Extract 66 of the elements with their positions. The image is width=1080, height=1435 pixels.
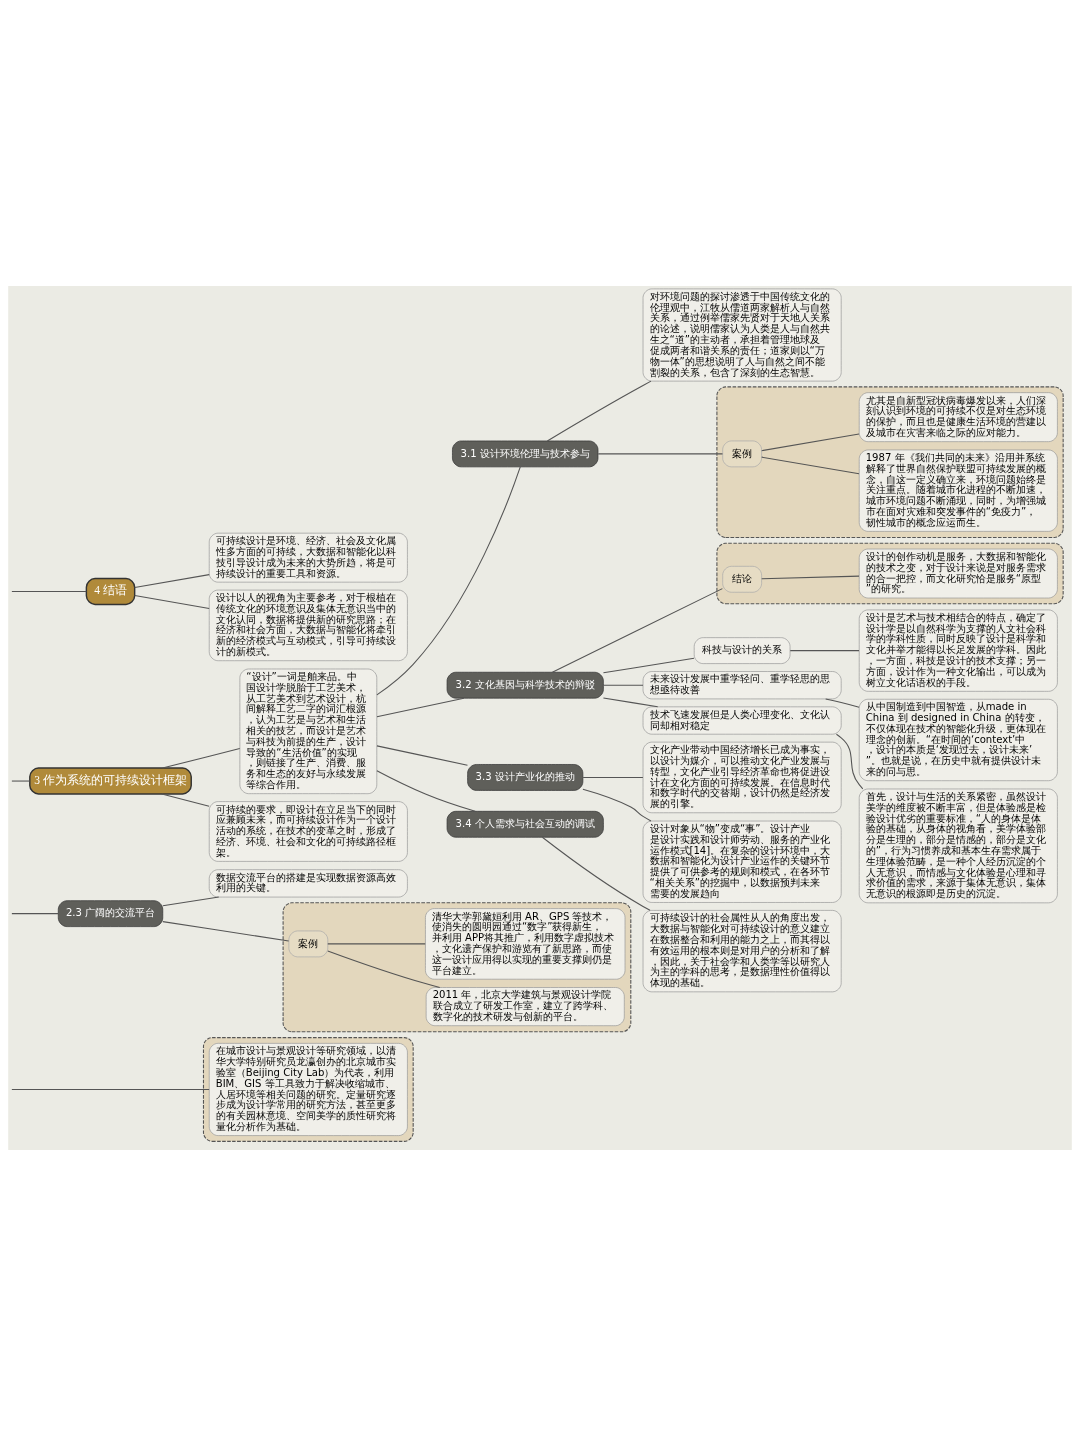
connector [11,780,31,782]
connector [134,594,210,609]
connector [582,788,652,821]
connector [11,912,59,914]
connector [327,949,441,988]
node-box: 首先，设计与生活的关系紧密，虽然设计美学的维度被不断丰富，但是体验感是检验设计优劣的重要标准，“人的身体是体验的基础，从身体的视角看，美学体验部分是生理的，部分是情感的，部分是文化的”，行为习惯养成和基本生存需求属于生理体验范畴，是一种个人经历沉淀的个人无意识，而情感与文化体验是心理和寻求价值的需求，来源于集体无意识，集体无意识的根源即是历史的沉淀。 [858,788,1058,903]
connector [541,836,651,911]
node-box: 2011 年，北京大学建筑与景观设计学院联合成立了研发工作室，建立了跨学科、数字化的技术研发与创新的平台。 [425,986,625,1026]
connector [546,380,652,441]
connector [597,452,723,454]
connector [376,697,465,717]
node-box: 清华大学郭黛姮利用 AR、GPS 等技术，使消失的圆明园通过“数字”获得新生，并利用 APP将其推广，利用数字虚拟技术，文化遗产保护和游览有了新思路，而使这一设计应用得以实现的重要支撑则仍是平台建立。 [425,907,626,980]
connector [761,575,860,579]
node-box: 设计以人的视角为主要参考，对于根植在传统文化的环境意识及集体无意识当中的文化认同，数据将提供新的研究思路；在经济和社会方面，大数据与智能化将牵引新的经济模式与互动模式，引导可持续设计的新模式。 [208,589,408,661]
node-box: 4 结语 [85,577,136,605]
connector [551,587,723,673]
connector [134,573,210,588]
connector [376,769,476,812]
node-box: 设计的创作动机是服务，大数据和智能化的技术之变，对于设计来说是对服务需求的合一把控，而文化研究恰是服务“原型”的研究。 [858,548,1058,598]
connector [602,657,695,673]
node-box: 技术飞速发展但是人类心理变化、文化认同却相对稳定 [642,705,842,735]
node-box: 从中国制造到中国智造，从made in China 到 designed in China 的转变，不仅体现在技术的智能化升级，更体现在理念的创新。“在时间的‘context’中，设计的本质是‘发现过去，设计未来’”。也就是说，在历史中就有提供设计未来的问与思。 [858,698,1058,781]
connector [825,697,860,708]
node-box: 文化产业带动中国经济增长已成为事实，以设计为媒介，可以推动文化产业发展与转型，文化产业引导经济革命也将促进设计在文化方面的可持续发展。在信息时代和数字时代的交替期，设计仍然是经济发展的引擎。 [642,741,842,813]
cluster [716,385,1064,538]
node-box: 3.3 设计产业化的推动 [467,763,584,791]
connector [582,776,644,778]
node-box: 结论 [722,565,762,593]
node-box: 对环境问题的探讨渗透于中国传统文化的伦理观中，江牧从儒道两家解析人与自然关系，通过例举儒家先贤对于天地人关系的论述，说明儒家认为人类是人与自然共生之“道”的主动者，承担着管理地球及促成两者和谐关系的责任；道家则以“万物一体”的思想说明了人与自然之间不能割裂的关系，包含了深刻的生态智慧。 [642,288,842,381]
node-box: 尤其是自新型冠状病毒爆发以来，人们深刻认识到环境的可持续不仅是对生态环境的保护，而且也是健康生活环境的营建以及城市在灾害来临之际的应对能力。 [858,391,1058,442]
connector [602,684,644,686]
cluster [282,901,632,1032]
node-box: 数据交流平台的搭建是实现数据资源高效利用的关键。 [208,868,408,897]
connector [761,456,860,474]
connector [789,649,860,651]
node-box: 未来设计发展中重学轻问、重学轻思的思想亟待改善 [642,670,842,699]
node-box: 案例 [288,930,329,957]
connector [11,1088,210,1090]
node-box: 在城市设计与景观设计等研究领域，以清华大学特别研究员龙瀛创办的北京城市实验室（Beijing City Lab）为代表，利用 BIM、GIS 等工具致力于解决收缩城市、人居环境等相关问题的研究。定量研究逐步成为设计学常用的研究方法，甚至更多的有关园林意境、空间美学的质性研究将量化分析作为基础。 [208,1042,408,1136]
connector [602,696,659,707]
connector [11,590,87,592]
connector [162,747,241,769]
connector [835,733,864,789]
node-box: 1987 年《我们共同的未来》沿用并系统解释了世界自然保护联盟可持续发展的概念，自这一定义确立来，环境问题始终是关注重点。随着城市化进程的不断加速，城市环境问题不断涌现，同时，为增强城市在面对灾难和突发事件的“免疫力”，韧性城市的概念应运而生。 [858,449,1058,532]
node-box: “设计”一词是舶来品。中国设计学脱胎于工艺美术，从工艺美术到艺术设计，杭间解释工艺二字的词汇根源，认为工艺是与艺术和生活相关的技艺，而设计是艺术与科技为前提的生产，设计导致的“生活价值”的实现，则链接了生产、消费、服务和生态的友好与永续发展等综合作用。 [239,668,378,794]
connector [162,920,290,942]
connector [162,896,220,906]
connector [376,744,468,766]
node-box: 设计对象从“物”变成“事”。设计产业是设计实践和设计师劳动、服务的产业化运作模式[14]。在复杂的设计环境中，大数据和智能化为设计产业运作的关键环节提供了可供参考的规则和模式，在各环节“相关关系”的挖掘中，以数据预判未来需要的发展趋向 [642,820,842,903]
node-box: 可持续设计是环境、经济、社会及文化属性多方面的可持续，大数据和智能化以科技引导设计成为未来的大势所趋，将是可持续设计的重要工具和资源。 [208,532,408,583]
connector [376,465,521,695]
node-box: 可持续设计的社会属性从人的角度出发，大数据与智能化对可持续设计的意义建立在数据整合和利用的能力之上，而其得以有效运用的根本则是对用户的分析和了解，因此，关于社会学和人类学等以研究人为主的学科的思考，是数据理性价值得以体现的基础。 [642,909,842,992]
connector [761,432,860,451]
node-box: 3.1 设计环境伦理与技术参与 [452,440,599,467]
node-box: 科技与设计的关系 [693,636,791,664]
cluster [202,1036,414,1142]
connector [327,942,426,944]
node-box: 3.2 文化基因与科学技术的辩驳 [446,671,604,699]
node-box: 可持续的要求，即设计在立足当下的同时应兼顾未来，而可持续设计作为一个设计活动的系统，在技术的变革之时，形成了经济、环境、社会和文化的可持续路径框架。 [208,800,408,862]
node-box: 2.3 广阔的交流平台 [57,899,164,927]
cluster [716,542,1064,604]
node-box: 3 作为系统的可持续设计框架 [29,766,192,795]
node-box: 案例 [722,440,762,467]
connector [161,793,210,807]
node-box: 3.4 个人需求与社会互动的调试 [446,810,604,838]
node-box: 设计是艺术与技术相结合的特点，确定了设计学是以自然科学为支撑的人文社会科学的学科性质，同时反映了设计是科学和文化并举才能得以长足发展的学科。因此，一方面，科技是设计的技术支撑；另一方面，设计作为一种文化输出，可以成为树立文化话语权的手段。 [858,609,1058,692]
